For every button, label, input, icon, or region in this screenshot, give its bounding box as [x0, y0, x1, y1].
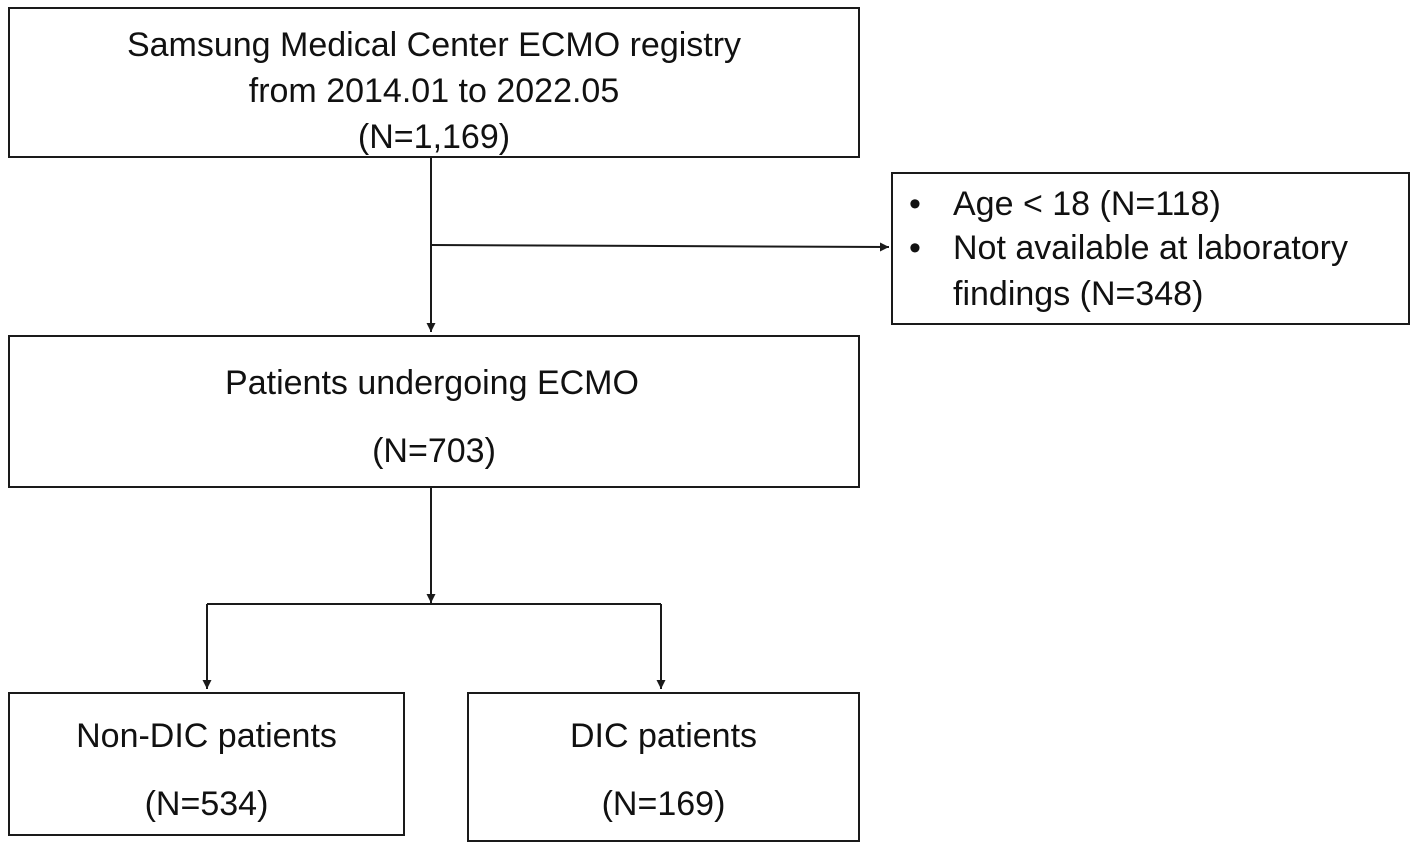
- exclusion-item-text: Age < 18 (N=118): [953, 185, 1221, 223]
- non-dic-label: Non-DIC patients: [76, 717, 337, 755]
- non-dic-count: (N=534): [144, 785, 269, 823]
- patients-count: (N=703): [372, 432, 496, 470]
- exclusion-box: • Age < 18 (N=118) • Not available at la…: [891, 172, 1410, 325]
- exclusion-item-text: Not available at laboratory: [953, 229, 1349, 267]
- registry-count: (N=1,169): [357, 118, 511, 156]
- registry-title: Samsung Medical Center ECMO registry: [126, 26, 742, 64]
- non-dic-box: Non-DIC patients (N=534): [8, 692, 405, 836]
- bullet-icon: •: [909, 229, 921, 267]
- registry-box: Samsung Medical Center ECMO registry fro…: [8, 7, 860, 158]
- dic-count: (N=169): [601, 785, 726, 823]
- bullet-icon: •: [909, 185, 921, 223]
- registry-date-range: from 2014.01 to 2022.05: [248, 72, 620, 110]
- dic-label: DIC patients: [569, 717, 758, 755]
- exclusion-item-text: findings (N=348): [953, 275, 1204, 313]
- connector-exclusion-branch: [430, 242, 890, 252]
- patients-label: Patients undergoing ECMO: [225, 364, 639, 402]
- dic-box: DIC patients (N=169): [467, 692, 860, 842]
- patients-box: Patients undergoing ECMO (N=703): [8, 335, 860, 488]
